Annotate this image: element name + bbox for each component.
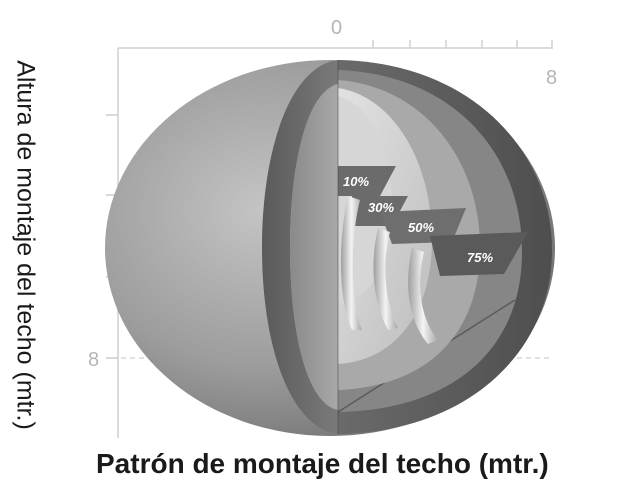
left-inner-region [290,84,338,410]
step-ridge-mid [373,228,398,330]
top-axis-start-label: 0 [331,17,342,39]
zone-label-75: 75% [467,250,493,265]
left-outer-band [262,60,338,434]
zone-label-50: 50% [408,220,434,235]
y-axis-title: Altura de montaje del techo (mtr.) [8,15,42,475]
step-ridge-right [408,248,438,344]
top-ticks [372,40,553,48]
y-axis-title-text: Altura de montaje del techo (mtr.) [11,60,40,430]
stepped-cutaway [338,166,528,344]
x-axis-title: Patrón de montaje del techo (mtr.) [96,448,549,479]
zone-label-10: 10% [343,174,369,189]
step-ridge-left [340,196,362,330]
left-axis-end-label: 8 [88,349,99,371]
zone-label-30: 30% [368,200,394,215]
top-axis-end-label: 8 [546,67,557,89]
